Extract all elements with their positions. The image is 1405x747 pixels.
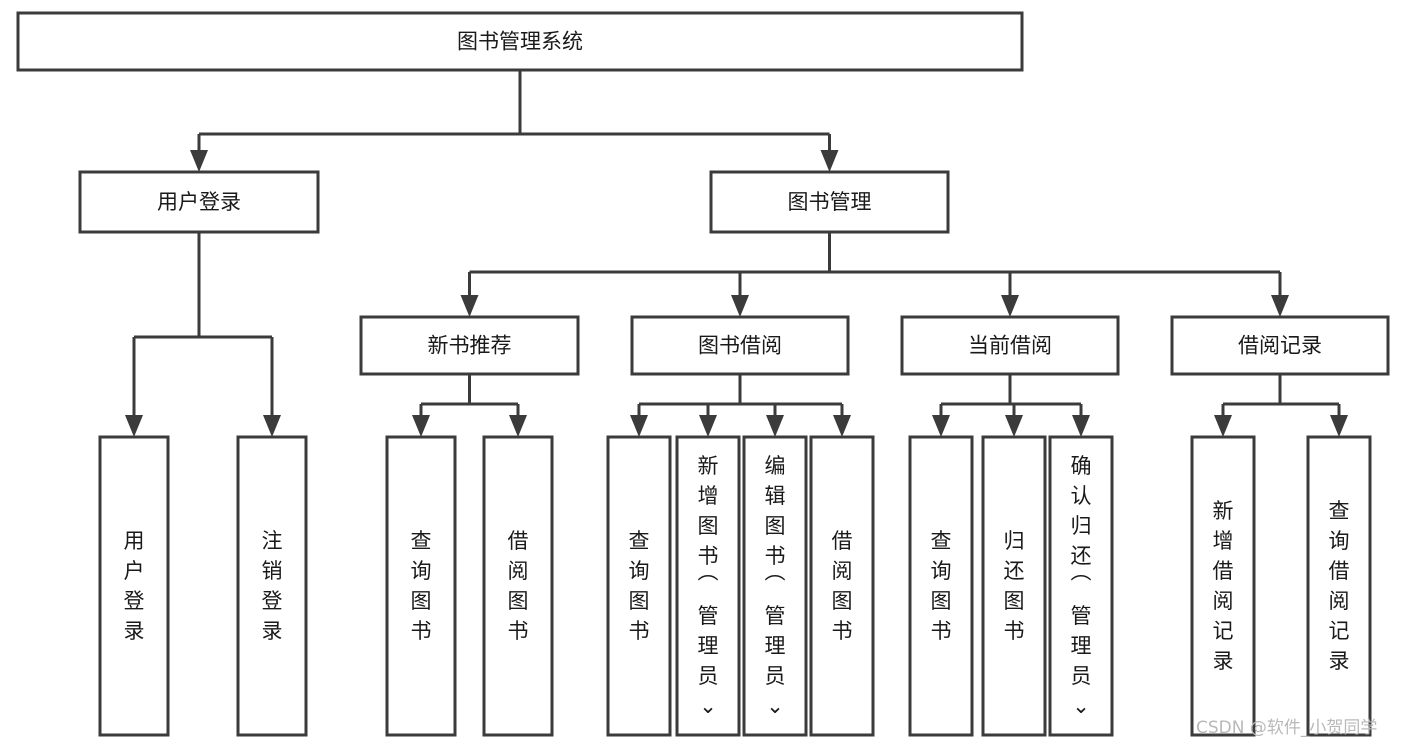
- arrow-head: [1330, 415, 1348, 437]
- node-box-nbr-query-book: [385, 435, 457, 737]
- connector-group-current-borrow: [932, 374, 1090, 437]
- connector-lines: [125, 70, 1348, 437]
- node-box-borrow-record: [1170, 315, 1390, 376]
- node-label-book-borrow: 图书借阅: [698, 334, 782, 358]
- node-label-leaf-user-logout: 注销登录: [262, 529, 283, 643]
- node-bb-query-book[interactable]: 查询图书: [606, 435, 672, 737]
- node-box-cb-query-book: [908, 435, 974, 737]
- connector-group-book-borrow: [630, 374, 851, 437]
- arrow-head: [766, 415, 784, 437]
- node-box-br-query-record: [1306, 435, 1372, 737]
- arrow-head: [1214, 415, 1232, 437]
- node-box-bb-query-book: [606, 435, 672, 737]
- paren-glyph: ⌒: [698, 574, 719, 598]
- paren-glyph: ⌄: [766, 694, 784, 718]
- arrow-head: [820, 150, 839, 172]
- arrow-head: [125, 415, 143, 437]
- node-bb-borrow-book[interactable]: 借阅图书: [809, 435, 875, 737]
- paren-glyph: ⌒: [1071, 574, 1092, 598]
- node-box-cb-confirm-return: [1048, 435, 1114, 737]
- node-bb-edit-book[interactable]: 编辑图书⌒管理员⌄: [742, 435, 808, 737]
- node-br-query-record[interactable]: 查询借阅记录: [1306, 435, 1372, 737]
- arrow-head: [630, 415, 648, 437]
- node-book-borrow[interactable]: 图书借阅: [630, 315, 850, 376]
- node-box-bb-borrow-book: [809, 435, 875, 737]
- node-label-current-borrow: 当前借阅: [968, 334, 1052, 358]
- arrow-head: [699, 415, 717, 437]
- node-cb-query-book[interactable]: 查询图书: [908, 435, 974, 737]
- node-bb-add-book[interactable]: 新增图书⌒管理员⌄: [675, 435, 741, 737]
- node-cb-confirm-return[interactable]: 确认归还⌒管理员⌄: [1048, 435, 1114, 737]
- arrow-head: [412, 415, 430, 437]
- node-label-book-management: 图书管理: [788, 190, 872, 214]
- arrow-head: [460, 295, 479, 317]
- node-cb-return-book[interactable]: 归还图书: [981, 435, 1047, 737]
- node-user-login[interactable]: 用户登录: [78, 170, 320, 234]
- node-box-root: [16, 11, 1024, 72]
- arrow-head: [1005, 415, 1023, 437]
- node-box-book-borrow: [630, 315, 850, 376]
- node-label-user-login: 用户登录: [157, 190, 241, 214]
- node-box-leaf-user-login: [98, 435, 170, 737]
- node-label-root: 图书管理系统: [457, 30, 583, 54]
- node-root[interactable]: 图书管理系统: [16, 11, 1024, 72]
- node-current-borrow[interactable]: 当前借阅: [900, 315, 1120, 376]
- node-br-add-record[interactable]: 新增借阅记录: [1190, 435, 1256, 737]
- node-nbr-query-book[interactable]: 查询图书: [385, 435, 457, 737]
- node-label-bb-add-book: 新增图书⌒管理员⌄: [698, 454, 719, 718]
- node-label-br-add-record: 新增借阅记录: [1213, 499, 1234, 673]
- node-nbr-borrow-book[interactable]: 借阅图书: [482, 435, 554, 737]
- node-label-cb-query-book: 查询图书: [931, 529, 952, 643]
- paren-glyph: ⌄: [699, 694, 717, 718]
- node-box-new-book-recommend: [359, 315, 580, 376]
- connector-group-new-book-recommend: [412, 374, 527, 437]
- node-label-bb-edit-book: 编辑图书⌒管理员⌄: [765, 454, 786, 718]
- node-label-cb-confirm-return: 确认归还⌒管理员⌄: [1071, 454, 1092, 718]
- node-box-cb-return-book: [981, 435, 1047, 737]
- arrow-head: [263, 415, 281, 437]
- node-box-leaf-user-logout: [236, 435, 308, 737]
- arrow-head: [1001, 295, 1019, 317]
- node-box-bb-edit-book: [742, 435, 808, 737]
- node-label-nbr-borrow-book: 借阅图书: [508, 529, 529, 643]
- node-box-nbr-borrow-book: [482, 435, 554, 737]
- paren-glyph: ⌒: [765, 574, 786, 598]
- connector-group-book-management: [460, 232, 1289, 317]
- arrow-head: [509, 415, 527, 437]
- arrow-head: [731, 295, 749, 317]
- node-new-book-recommend[interactable]: 新书推荐: [359, 315, 580, 376]
- node-borrow-record[interactable]: 借阅记录: [1170, 315, 1390, 376]
- node-label-nbr-query-book: 查询图书: [411, 529, 432, 643]
- connector-group-borrow-record: [1214, 374, 1348, 437]
- node-box-user-login: [78, 170, 320, 234]
- arrow-head: [1072, 415, 1090, 437]
- arrow-head: [833, 415, 851, 437]
- csdn-watermark: CSDN @软件_小贺同学: [1196, 718, 1377, 738]
- arrow-head: [1271, 295, 1289, 317]
- node-box-book-management: [709, 170, 950, 234]
- connector-group-root: [190, 70, 839, 172]
- node-label-br-query-record: 查询借阅记录: [1329, 499, 1350, 673]
- node-label-bb-query-book: 查询图书: [629, 529, 650, 643]
- node-leaf-user-logout[interactable]: 注销登录: [236, 435, 308, 737]
- node-label-leaf-user-login: 用户登录: [124, 529, 145, 643]
- node-box-bb-add-book: [675, 435, 741, 737]
- node-leaf-user-login[interactable]: 用户登录: [98, 435, 170, 737]
- node-label-borrow-record: 借阅记录: [1238, 334, 1322, 358]
- node-label-cb-return-book: 归还图书: [1004, 529, 1025, 643]
- node-box-current-borrow: [900, 315, 1120, 376]
- node-label-bb-borrow-book: 借阅图书: [832, 529, 853, 643]
- node-boxes: 图书管理系统用户登录图书管理新书推荐图书借阅当前借阅借阅记录用户登录注销登录查询…: [16, 11, 1390, 737]
- arrow-head: [190, 150, 208, 172]
- node-box-br-add-record: [1190, 435, 1256, 737]
- connector-group-user-login: [125, 232, 281, 437]
- arrow-head: [932, 415, 950, 437]
- node-label-new-book-recommend: 新书推荐: [428, 334, 512, 358]
- node-book-management[interactable]: 图书管理: [709, 170, 950, 234]
- paren-glyph: ⌄: [1072, 694, 1090, 718]
